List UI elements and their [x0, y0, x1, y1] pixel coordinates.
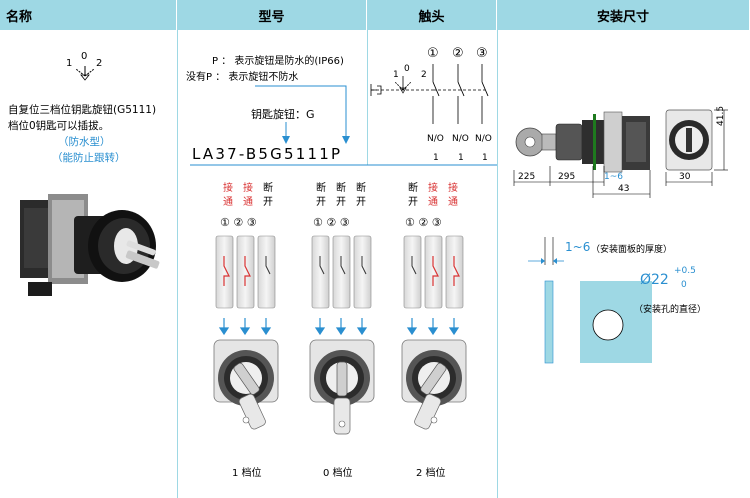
- note-not-waterproof: 没有P ： 表示旋钮不防水: [186, 72, 299, 83]
- header-name: 名称: [0, 0, 177, 30]
- col-divider-1: [177, 30, 178, 498]
- contact-pos-right: 2: [421, 70, 427, 80]
- product-photo: [20, 194, 160, 296]
- g3-label-1: 断开: [408, 183, 418, 208]
- g3-blocks: [403, 235, 464, 309]
- hole-tol-zero: 0: [681, 280, 687, 290]
- g1-blocks: [215, 235, 276, 309]
- g1-label-2: 接通: [243, 183, 253, 208]
- key-knob-label: 钥匙旋钮：G: [251, 108, 315, 121]
- contact-count-3: 1: [482, 153, 488, 163]
- hole-tol-plus: +0.5: [674, 266, 696, 276]
- knob-pos-1: [213, 339, 279, 430]
- g3-circles: ① ② ③: [405, 216, 442, 229]
- contact-pos-left: 1: [393, 70, 399, 80]
- g2-label-3: 断开: [356, 183, 366, 208]
- panel-thickness-range: 1~6: [565, 240, 591, 254]
- contact-pos-top: 0: [404, 64, 410, 74]
- contact-circle-2: ②: [452, 46, 464, 61]
- side-view-drawing: [513, 109, 728, 198]
- g3-label-2: 接通: [428, 183, 438, 208]
- pos-1-label: 1 档位: [232, 468, 262, 479]
- dim-225: 225: [518, 172, 536, 182]
- product-description-1: 自复位三档位钥匙旋钮(G5111): [8, 104, 157, 116]
- hole-diameter-note: （安装孔的直径）: [634, 305, 707, 315]
- header-contacts: 触头: [367, 0, 497, 30]
- contact-circle-3: ③: [476, 46, 488, 61]
- hole-diameter: Ø22: [640, 272, 669, 288]
- contact-type-2: N/O: [452, 134, 469, 144]
- selector-positions-icon: [75, 66, 95, 81]
- g3-label-3: 接通: [448, 183, 458, 208]
- panel-thickness-note: （安装面板的厚度）: [591, 245, 673, 255]
- knob-pos-0: [309, 339, 375, 435]
- header-model: 型号: [177, 0, 367, 30]
- header-dimensions: 安装尺寸: [497, 0, 750, 30]
- note-waterproof: P ： 表示旋钮是防水的(IP66): [212, 56, 344, 67]
- anti-rotation-label: （能防止跟转）: [52, 152, 126, 164]
- contact-schematic: [370, 64, 489, 124]
- panel-hole-drawing: [528, 237, 652, 364]
- contact-count-2: 1: [458, 153, 464, 163]
- pos-left-label: 1: [66, 58, 73, 69]
- contact-type-3: N/O: [475, 134, 492, 144]
- g1-label-3: 断开: [263, 183, 273, 208]
- pos-top-label: 0: [81, 51, 88, 62]
- waterproof-label: （防水型）: [58, 136, 111, 148]
- g1-circles: ① ② ③: [220, 216, 257, 229]
- dim-295: 295: [558, 172, 576, 182]
- contact-type-1: N/O: [427, 134, 444, 144]
- dim-1-6: 1~6: [604, 172, 623, 182]
- product-description-2: 档位0钥匙可以插拔。: [8, 120, 110, 132]
- col-divider-3: [497, 30, 498, 498]
- knob-pos-2: [401, 339, 467, 430]
- pos-right-label: 2: [96, 58, 103, 69]
- g1-label-1: 接通: [223, 183, 233, 208]
- g2-label-1: 断开: [316, 183, 326, 208]
- pos-2-label: 2 档位: [416, 468, 446, 479]
- col-divider-2: [367, 30, 368, 165]
- model-number: LA37-B5G5111P: [192, 145, 343, 163]
- dim-30: 30: [679, 172, 691, 182]
- contact-circle-1: ①: [427, 46, 439, 61]
- dim-41-5: 41.5: [716, 105, 726, 126]
- g2-blocks: [311, 235, 372, 309]
- dim-43: 43: [618, 184, 630, 194]
- g2-circles: ① ② ③: [313, 216, 350, 229]
- pos-0-label: 0 档位: [323, 468, 353, 479]
- g2-label-2: 断开: [336, 183, 346, 208]
- contact-count-1: 1: [433, 153, 439, 163]
- arrows-down: [218, 318, 460, 336]
